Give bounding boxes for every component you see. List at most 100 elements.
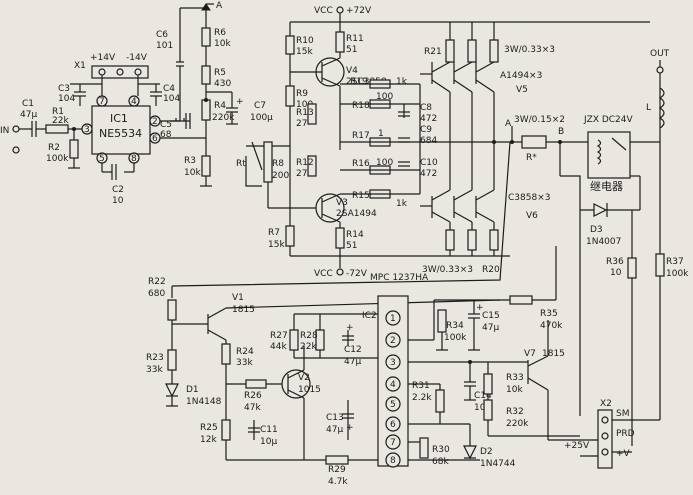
svg-text:C9: C9	[420, 125, 432, 135]
vcc-neg-label: VCC	[314, 269, 333, 279]
output-stage: R21 3W/0.33×3 A1494×3 V5 A	[419, 22, 555, 275]
svg-text:200: 200	[272, 171, 289, 181]
v-pos-label: +72V	[346, 6, 372, 16]
svg-text:R20: R20	[482, 265, 500, 275]
ic2-right-network: R34 100k + C15 47μ R35 470k C14 105 R31 …	[408, 246, 600, 469]
svg-text:R36: R36	[606, 257, 624, 267]
svg-text:R16: R16	[352, 159, 370, 169]
svg-text:V5: V5	[516, 85, 528, 95]
svg-text:-14V: -14V	[126, 53, 148, 63]
svg-text:C10: C10	[420, 158, 438, 168]
svg-text:+: +	[476, 303, 484, 313]
svg-text:R8: R8	[272, 159, 284, 169]
svg-text:R12: R12	[296, 158, 314, 168]
svg-text:33k: 33k	[236, 358, 253, 368]
svg-text:22k: 22k	[52, 116, 69, 126]
svg-text:C4: C4	[163, 84, 175, 94]
vcc-pos-label: VCC	[314, 6, 333, 16]
svg-text:PRD: PRD	[616, 429, 635, 439]
svg-text:C12: C12	[344, 345, 362, 355]
in-label: IN	[0, 126, 9, 136]
svg-text:684: 684	[420, 136, 437, 146]
svg-text:2SA1494: 2SA1494	[336, 209, 377, 219]
svg-text:15k: 15k	[296, 47, 313, 57]
svg-text:33k: 33k	[146, 365, 163, 375]
svg-text:R9: R9	[296, 89, 308, 99]
svg-text:R11: R11	[346, 34, 364, 44]
svg-text:47μ: 47μ	[326, 425, 343, 435]
svg-text:3: 3	[390, 358, 396, 368]
svg-text:1: 1	[390, 314, 396, 324]
svg-text:1815: 1815	[542, 349, 565, 359]
svg-text:2: 2	[152, 117, 158, 127]
svg-text:V1: V1	[232, 293, 244, 303]
svg-text:2.2k: 2.2k	[412, 393, 432, 403]
svg-text:C3858×3: C3858×3	[508, 193, 550, 203]
svg-text:IC1: IC1	[110, 112, 128, 125]
svg-text:1k: 1k	[396, 77, 408, 87]
svg-text:5: 5	[390, 400, 396, 410]
svg-text:3W/0.15×2: 3W/0.15×2	[514, 115, 565, 125]
svg-text:100μ: 100μ	[250, 113, 273, 123]
svg-text:C14: C14	[474, 391, 492, 401]
v6-transistors: C3858×3 V6	[420, 142, 550, 223]
svg-text:+V: +V	[616, 449, 631, 459]
svg-text:R30: R30	[432, 445, 450, 455]
svg-text:R23: R23	[146, 353, 164, 363]
svg-text:220k: 220k	[506, 419, 529, 429]
svg-text:OUT: OUT	[650, 49, 670, 59]
svg-text:继电器: 继电器	[590, 180, 623, 193]
svg-text:SM: SM	[616, 409, 629, 419]
output-network: R* 3W/0.15×2 B JZX DC24V 继电器 OUT L D3 1N…	[512, 49, 689, 446]
svg-text:472: 472	[420, 114, 437, 124]
x2-connector: X2 SM PRD +V +25V	[564, 399, 635, 469]
svg-text:Rt: Rt	[236, 159, 246, 169]
svg-text:MPC 1237HA: MPC 1237HA	[370, 273, 429, 283]
svg-text:220k: 220k	[212, 113, 235, 123]
svg-text:NE5534: NE5534	[99, 127, 142, 140]
svg-text:1k: 1k	[396, 199, 408, 209]
v5-transistors: A1494×3 V5	[420, 61, 542, 142]
svg-text:10k: 10k	[214, 39, 231, 49]
svg-text:100: 100	[296, 100, 313, 110]
svg-text:1: 1	[378, 129, 384, 139]
svg-text:7: 7	[390, 438, 396, 448]
svg-text:V4: V4	[346, 66, 358, 76]
svg-text:R28: R28	[300, 331, 318, 341]
negative-rail: VCC -72V	[290, 255, 510, 279]
svg-text:IC2: IC2	[362, 311, 377, 321]
svg-text:10k: 10k	[506, 385, 523, 395]
svg-text:C2: C2	[112, 185, 124, 195]
svg-text:X2: X2	[600, 399, 612, 409]
svg-text:470k: 470k	[540, 321, 563, 331]
svg-text:R6: R6	[214, 28, 226, 38]
svg-text:R5: R5	[214, 68, 226, 78]
svg-text:V6: V6	[526, 211, 538, 221]
svg-text:JZX DC24V: JZX DC24V	[583, 115, 634, 125]
svg-text:4.7k: 4.7k	[328, 477, 348, 487]
svg-text:100: 100	[376, 92, 393, 102]
svg-text:R3: R3	[184, 156, 196, 166]
svg-text:+: +	[346, 423, 354, 433]
svg-text:R34: R34	[446, 321, 464, 331]
svg-text:47k: 47k	[244, 403, 261, 413]
driver-stage: R11 51 V4 2SC3858 R13 27 R12 27 R19 1k R…	[290, 22, 438, 256]
svg-text:R15: R15	[352, 191, 370, 201]
svg-text:680: 680	[148, 289, 165, 299]
svg-text:15k: 15k	[268, 240, 285, 250]
svg-text:R37: R37	[666, 257, 684, 267]
svg-text:105: 105	[474, 403, 491, 413]
svg-text:V7: V7	[524, 349, 536, 359]
feedback-network: C6 101 C5 68 A R6 10k R5 430 R4 220k R3 …	[156, 1, 273, 187]
svg-text:A1494×3: A1494×3	[500, 71, 542, 81]
upper-emitter-resistors: R21 3W/0.33×3	[424, 22, 555, 63]
svg-text:4: 4	[390, 380, 396, 390]
svg-text:472: 472	[420, 169, 437, 179]
svg-text:R29: R29	[328, 465, 346, 475]
svg-text:V2: V2	[298, 373, 310, 383]
svg-text:R2: R2	[48, 143, 60, 153]
svg-text:+: +	[236, 97, 244, 107]
svg-text:1815: 1815	[232, 305, 255, 315]
svg-text:C3: C3	[58, 84, 70, 94]
